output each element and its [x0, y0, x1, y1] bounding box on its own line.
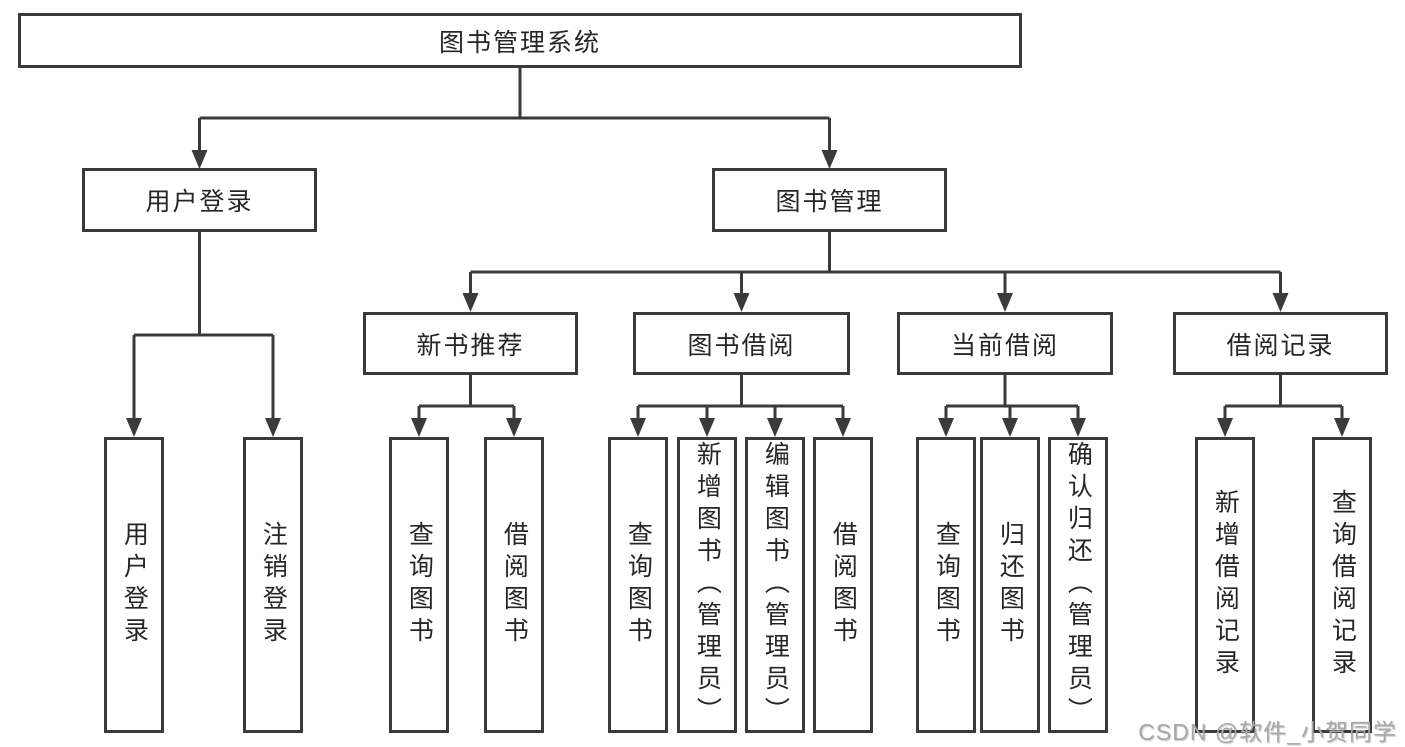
leaf-label: 借阅图书: [500, 521, 529, 649]
leaf-add-book-admin: 新增图书（管理员）: [677, 437, 737, 733]
leaf-label: 确认归还（管理员）: [1064, 441, 1093, 729]
leaf-query-borrow-record: 查询借阅记录: [1312, 437, 1372, 733]
leaf-edit-book-admin: 编辑图书（管理员）: [745, 437, 805, 733]
connector-user-login-branch: [126, 232, 281, 437]
node-label: 当前借阅: [950, 331, 1059, 360]
connector-current-borrow-branch: [938, 375, 1086, 437]
node-book-borrow: 图书借阅: [633, 312, 850, 375]
leaf-borrow-book-recommend: 借阅图书: [484, 437, 544, 733]
connector-new-book-branch: [411, 375, 522, 437]
leaf-label: 查询图书: [405, 521, 434, 649]
leaf-label: 归还图书: [996, 521, 1025, 649]
leaf-label: 借阅图书: [829, 521, 858, 649]
node-label: 新书推荐: [416, 331, 525, 360]
leaf-user-login: 用户登录: [104, 437, 164, 733]
leaf-label: 新增借阅记录: [1211, 489, 1240, 681]
leaf-query-book: 查询图书: [608, 437, 668, 733]
leaf-add-borrow-record: 新增借阅记录: [1195, 437, 1255, 733]
csdn-watermark: CSDN @软件_小贺同学: [1138, 719, 1397, 745]
node-borrow-record: 借阅记录: [1173, 312, 1388, 375]
node-current-borrow: 当前借阅: [897, 312, 1113, 375]
leaf-label: 查询图书: [932, 521, 961, 649]
leaf-borrow-book: 借阅图书: [813, 437, 873, 733]
node-label: 图书管理系统: [438, 28, 601, 57]
leaf-label: 用户登录: [120, 521, 149, 649]
node-library-management-system: 图书管理系统: [18, 13, 1022, 68]
node-book-management: 图书管理: [712, 168, 947, 232]
leaf-query-book-recommend: 查询图书: [389, 437, 449, 733]
connector-book-borrow-branch: [630, 375, 851, 437]
leaf-logout: 注销登录: [243, 437, 303, 733]
leaf-label: 查询借阅记录: [1328, 489, 1357, 681]
node-label: 用户登录: [145, 188, 254, 216]
node-label: 借阅记录: [1226, 331, 1335, 360]
leaf-label: 编辑图书（管理员）: [761, 441, 790, 729]
connector-root-to-level2: [191, 68, 838, 169]
node-label: 图书管理: [775, 188, 884, 216]
leaf-return-book: 归还图书: [980, 437, 1040, 733]
node-new-book-recommend: 新书推荐: [363, 312, 578, 375]
connector-borrow-record-branch: [1217, 375, 1350, 437]
node-label: 图书借阅: [687, 331, 796, 360]
leaf-confirm-return-admin: 确认归还（管理员）: [1048, 437, 1108, 733]
leaf-label: 注销登录: [259, 521, 288, 649]
leaf-label: 查询图书: [624, 521, 653, 649]
leaf-label: 新增图书（管理员）: [693, 441, 722, 729]
connector-book-management-branch: [462, 232, 1289, 312]
node-user-login: 用户登录: [82, 168, 317, 232]
leaf-query-book-current: 查询图书: [916, 437, 976, 733]
